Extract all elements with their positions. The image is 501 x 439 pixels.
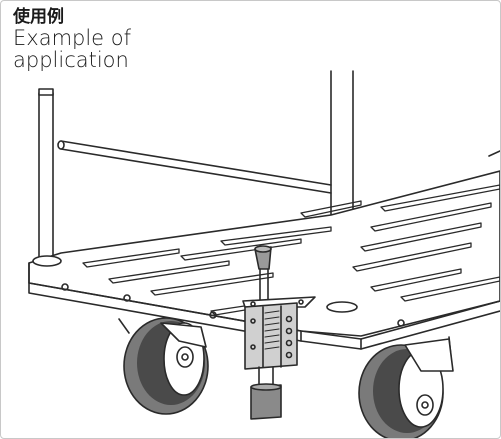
caption: 使用例 Example of application [13,7,132,72]
left-handle-post [38,88,54,260]
foot-stopper-icon [242,245,316,420]
deck-ribs [82,184,500,316]
caption-title-en-line1: Example of [13,26,132,50]
handle-crossbar [57,140,332,194]
rear-rail [488,150,500,157]
caster-wheel-icon-right [358,336,454,438]
caption-title-en-line2: application [13,48,129,72]
caption-title-ja: 使用例 [13,7,64,27]
caster-wheel-icon [118,317,209,415]
